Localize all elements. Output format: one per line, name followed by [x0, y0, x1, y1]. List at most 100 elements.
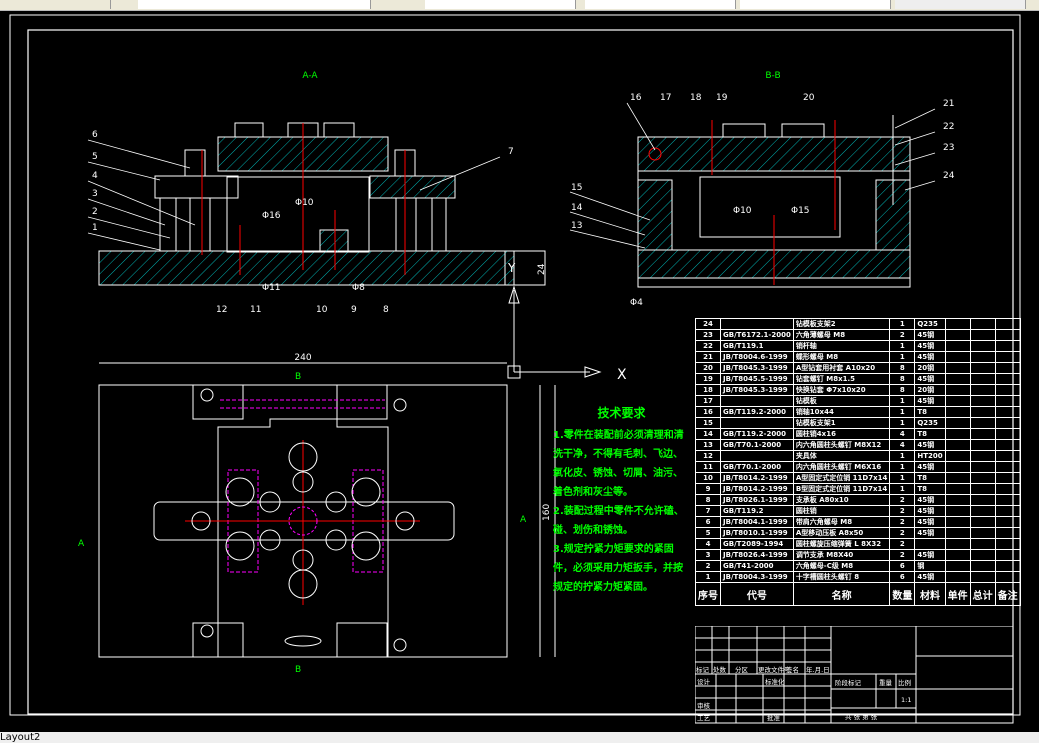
bom-cell-code: JB/T8045.3-1999: [720, 362, 794, 374]
layer-dropdown[interactable]: [138, 0, 371, 9]
bom-cell-no: 5: [695, 527, 721, 539]
bom-cell-code: JB/T8045.5-1999: [720, 373, 794, 385]
bom-cell-empty: [994, 527, 1021, 539]
toolbar-icons[interactable]: [0, 0, 111, 9]
dim-d10: Φ10: [295, 198, 314, 208]
bom-cell-empty: [944, 395, 971, 407]
bom-cell-empty: [969, 351, 996, 363]
tb-process: 工艺: [697, 714, 711, 722]
bom-cell-mat: T8: [914, 428, 946, 440]
bom-header-remark: 备注: [994, 582, 1021, 606]
bom-cell-name: 内六角圆柱头螺钉 M6X16: [792, 461, 891, 473]
bom-cell-empty: [969, 384, 996, 396]
bom-cell-no: 3: [695, 549, 721, 561]
tb-sheets: 共 张 第 张: [845, 712, 878, 721]
tb-zone: 分区: [735, 665, 749, 674]
bom-cell-mat: Q235: [914, 318, 946, 330]
bom-cell-qty: 1: [889, 318, 916, 330]
bom-cell-empty: [994, 560, 1021, 572]
bom-cell-mat: 45钢: [914, 439, 946, 451]
section-bb-label: B-B: [765, 71, 780, 81]
bom-cell-empty: [994, 516, 1021, 528]
bom-header-single: 单件: [944, 582, 971, 606]
plan-view: [98, 362, 556, 658]
bom-cell-empty: [994, 439, 1021, 451]
callout-11: 11: [250, 305, 261, 315]
bom-cell-qty: 6: [889, 560, 916, 572]
bom-header-mat: 材料: [914, 582, 946, 606]
dim-bb-d10: Φ10: [733, 206, 752, 216]
linetype-dropdown[interactable]: [585, 0, 736, 9]
bom-cell-empty: [944, 505, 971, 517]
bom-cell-name: A型钻套用衬套 A10x20: [792, 362, 891, 374]
bom-cell-empty: [969, 549, 996, 561]
bom-cell-empty: [944, 417, 971, 429]
dim-d11: Φ11: [262, 283, 281, 293]
tab-layout2[interactable]: Layout2: [0, 732, 41, 743]
divider: [0, 10, 1039, 11]
drawing-canvas[interactable]: A-A 6 5 4 3 2 1 7 8 9 10 11 12 Φ16 Φ10 Φ…: [0, 11, 1039, 732]
bom-cell-empty: [944, 560, 971, 572]
callout-15: 15: [571, 183, 582, 193]
bom-cell-name: 带肩六角螺母 M8: [792, 516, 891, 528]
color-dropdown[interactable]: [425, 0, 576, 9]
bom-cell-name: A型固定式定位销 11D7x14: [792, 472, 891, 484]
bom-cell-empty: [944, 571, 971, 583]
callout-17: 17: [660, 93, 671, 103]
plotstyle-dropdown[interactable]: [895, 0, 1026, 9]
bom-cell-qty: 2: [889, 516, 916, 528]
bom-cell-mat: 45钢: [914, 516, 946, 528]
bom-cell-empty: [969, 318, 996, 330]
bom-cell-code: [720, 318, 794, 330]
bom-cell-no: 9: [695, 483, 721, 495]
bom-cell-code: GB/T6172.1-2000: [720, 329, 794, 341]
lineweight-dropdown[interactable]: [740, 0, 891, 9]
bom-cell-empty: [969, 417, 996, 429]
bom-cell-code: JB/T8014.2-1999: [720, 472, 794, 484]
tb-date: 年.月.日: [806, 665, 830, 674]
bom-cell-code: JB/T8004.3-1999: [720, 571, 794, 583]
callout-23: 23: [943, 143, 954, 153]
bom-cell-no: 14: [695, 428, 721, 440]
bom-cell-mat: HT200: [914, 450, 946, 462]
bom-cell-no: 16: [695, 406, 721, 418]
bom-cell-no: 19: [695, 373, 721, 385]
bom-cell-qty: 1: [889, 450, 916, 462]
ucs-icon: [507, 285, 602, 379]
bom-cell-code: [720, 450, 794, 462]
bom-cell-qty: 8: [889, 362, 916, 374]
bom-cell-mat: 45钢: [914, 505, 946, 517]
bom-cell-qty: 1: [889, 340, 916, 352]
dim-d16: Φ16: [262, 211, 281, 221]
bom-cell-empty: [994, 373, 1021, 385]
bom-cell-no: 18: [695, 384, 721, 396]
bom-cell-empty: [944, 538, 971, 550]
bom-cell-empty: [994, 395, 1021, 407]
x-axis-label: X: [617, 367, 627, 383]
bom-cell-empty: [994, 450, 1021, 462]
bom-cell-name: 十字槽圆柱头螺钉 8: [792, 571, 891, 583]
bom-cell-empty: [944, 329, 971, 341]
callout-1: 1: [92, 223, 98, 233]
bom-cell-empty: [969, 373, 996, 385]
bom-cell-no: 6: [695, 516, 721, 528]
bom-cell-no: 11: [695, 461, 721, 473]
bom-cell-name: 六角螺母-C级 M8: [792, 560, 891, 572]
bom-header-row: 序号代号名称数量材料单件总计备注: [695, 582, 1021, 606]
tb-sign: 签名: [786, 665, 799, 674]
bom-cell-name: 销轴10x44: [792, 406, 891, 418]
bom-cell-empty: [969, 505, 996, 517]
bom-cell-code: [720, 395, 794, 407]
bom-cell-empty: [944, 450, 971, 462]
bom-cell-qty: 8: [889, 384, 916, 396]
callout-9: 9: [351, 305, 357, 315]
dim-bb-d15: Φ15: [791, 206, 810, 216]
